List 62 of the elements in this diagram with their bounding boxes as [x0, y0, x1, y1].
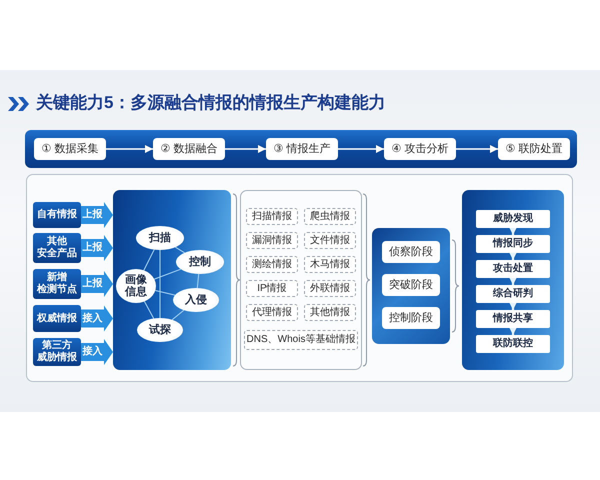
- arrow: [510, 278, 516, 285]
- connector-line: [196, 274, 200, 288]
- response-step: 威胁发现: [476, 210, 550, 228]
- source-tile: 第三方威胁情报: [33, 338, 81, 366]
- arrow: [106, 145, 153, 153]
- intel-item: 木马情报: [304, 256, 356, 273]
- category-oval: 控制: [176, 250, 224, 274]
- response-step: 攻击处置: [476, 260, 550, 278]
- phase-panel: [372, 228, 450, 344]
- arrow: [510, 328, 516, 335]
- process-step: ② 数据融合: [153, 138, 225, 160]
- arrow: [338, 145, 384, 153]
- phase-step: 突破阶段: [382, 274, 440, 296]
- arrow: [510, 228, 516, 235]
- connector-line: [154, 290, 176, 296]
- connector-line: [172, 310, 184, 320]
- process-band: [25, 130, 577, 168]
- intel-item: IP情报: [246, 280, 298, 297]
- connector-line: [174, 246, 186, 254]
- page-title: 关键能力5：多源融合情报的情报生产构建能力: [36, 93, 386, 113]
- process-step: ⑤ 联防处置: [498, 138, 570, 160]
- process-step: ③ 情报生产: [266, 138, 338, 160]
- fusion-panel: [113, 190, 231, 370]
- connector-line: [144, 300, 154, 319]
- arrow: [456, 145, 498, 153]
- response-step: 综合研判: [476, 285, 550, 303]
- phase-step: 控制阶段: [382, 307, 440, 329]
- intel-item: 代理情报: [246, 304, 298, 321]
- arrow: [510, 303, 516, 310]
- intel-item: 文件情报: [304, 232, 356, 249]
- intel-item: 测绘情报: [246, 256, 298, 273]
- connector-line: [143, 249, 155, 271]
- phase-step: 侦察阶段: [382, 241, 440, 263]
- category-oval: 入侵: [173, 288, 219, 312]
- process-step: ① 数据采集: [34, 138, 106, 160]
- intel-panel: [240, 190, 362, 370]
- response-step: 情报同步: [476, 235, 550, 253]
- process-step: ④ 攻击分析: [384, 138, 456, 160]
- arrow: [510, 253, 516, 260]
- intel-item: 其他情报: [304, 304, 356, 321]
- edge-label: 上报: [82, 242, 104, 254]
- response-panel: [462, 190, 564, 370]
- category-oval: 扫描: [136, 226, 184, 250]
- source-tile: 自有情报: [33, 202, 81, 228]
- response-step: 情报共享: [476, 310, 550, 328]
- category-oval: 试探: [137, 318, 183, 342]
- source-tile: 其他安全产品: [33, 233, 81, 263]
- response-step: 联防联控: [476, 335, 550, 353]
- intel-item: 漏洞情报: [246, 232, 298, 249]
- intel-item: 外联情报: [304, 280, 356, 297]
- source-tile: 权威情报: [33, 305, 81, 332]
- arrow: [225, 145, 266, 153]
- content-frame: [26, 174, 573, 382]
- category-oval: 画像信息: [116, 269, 156, 303]
- connector-line: [154, 268, 182, 280]
- edge-label: 上报: [82, 209, 104, 221]
- source-tile: 新增检测节点: [33, 269, 81, 299]
- edge-label: 接入: [82, 346, 104, 358]
- intel-item: 扫描情报: [246, 208, 298, 225]
- intel-item: 爬虫情报: [304, 208, 356, 225]
- intel-item: DNS、Whois等基础情报: [244, 330, 358, 350]
- edge-label: 上报: [82, 278, 104, 290]
